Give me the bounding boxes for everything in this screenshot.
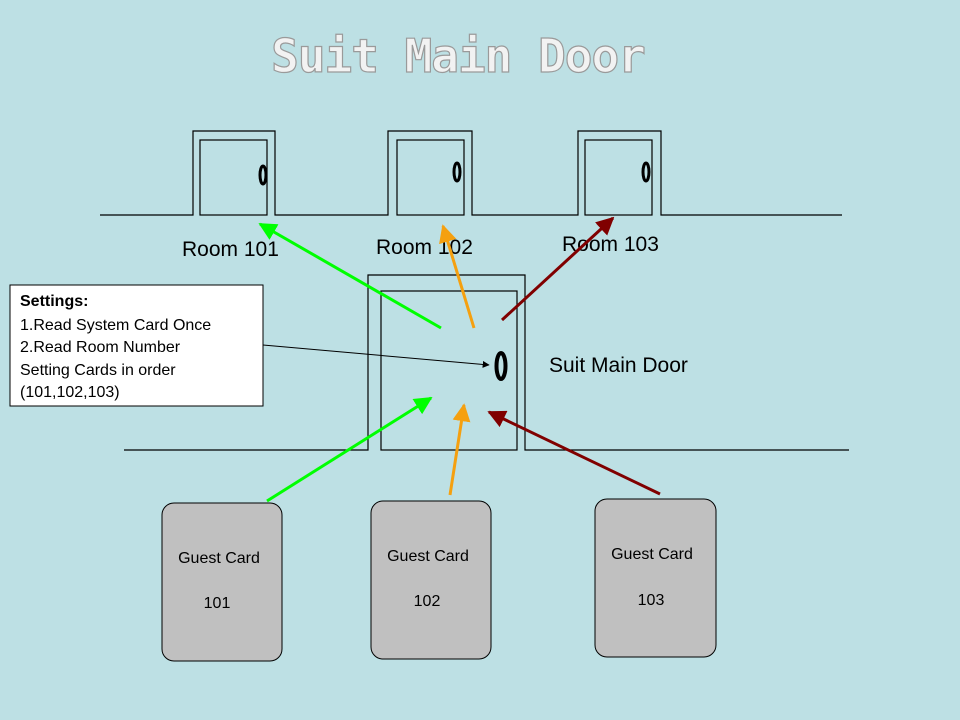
settings-line-3: Setting Cards in order bbox=[20, 362, 176, 379]
guest-card-label: Guest Card bbox=[611, 546, 693, 563]
settings-line-2: 2.Read Room Number bbox=[20, 339, 181, 356]
corridor-lower-wall bbox=[124, 274, 849, 451]
arrow-card-103-to-door bbox=[487, 410, 661, 496]
room-door-101 bbox=[199, 139, 268, 216]
guest-card-number: 101 bbox=[204, 595, 231, 612]
door-handle-icon bbox=[641, 161, 651, 183]
guest-card-label: Guest Card bbox=[178, 550, 260, 567]
settings-pointer-arrow bbox=[262, 344, 490, 368]
room-label-101: Room 101 bbox=[182, 238, 279, 261]
door-handle-icon bbox=[258, 164, 268, 186]
settings-line-1: 1.Read System Card Once bbox=[20, 317, 211, 334]
arrow-card-102-to-door bbox=[448, 403, 471, 496]
arrow-door-to-room-102 bbox=[439, 224, 476, 329]
arrow-door-to-room-103 bbox=[500, 216, 615, 322]
guest-card-102: Guest Card 102 bbox=[370, 500, 492, 660]
corridor-upper-wall bbox=[100, 130, 842, 216]
settings-box: Settings: 1.Read System Card Once 2.Read… bbox=[9, 284, 264, 407]
room-door-102 bbox=[396, 139, 465, 216]
arrow-card-101-to-door bbox=[266, 396, 433, 503]
room-door-103 bbox=[584, 139, 653, 216]
main-door-handle-icon bbox=[494, 351, 508, 381]
guest-card-number: 102 bbox=[414, 593, 441, 610]
guest-card-label: Guest Card bbox=[387, 548, 469, 565]
arrow-door-to-room-101 bbox=[258, 222, 442, 330]
settings-heading: Settings: bbox=[20, 293, 88, 310]
main-suite-door bbox=[380, 290, 518, 451]
guest-card-number: 103 bbox=[638, 592, 665, 609]
guest-card-101: Guest Card 101 bbox=[161, 502, 283, 662]
diagram-title: Suit Main Door bbox=[271, 29, 645, 83]
room-label-103: Room 103 bbox=[562, 233, 659, 256]
guest-card-103: Guest Card 103 bbox=[594, 498, 717, 658]
room-label-102: Room 102 bbox=[376, 236, 473, 259]
door-handle-icon bbox=[452, 161, 462, 183]
main-door-label: Suit Main Door bbox=[549, 354, 688, 377]
settings-line-4: (101,102,103) bbox=[20, 384, 120, 401]
